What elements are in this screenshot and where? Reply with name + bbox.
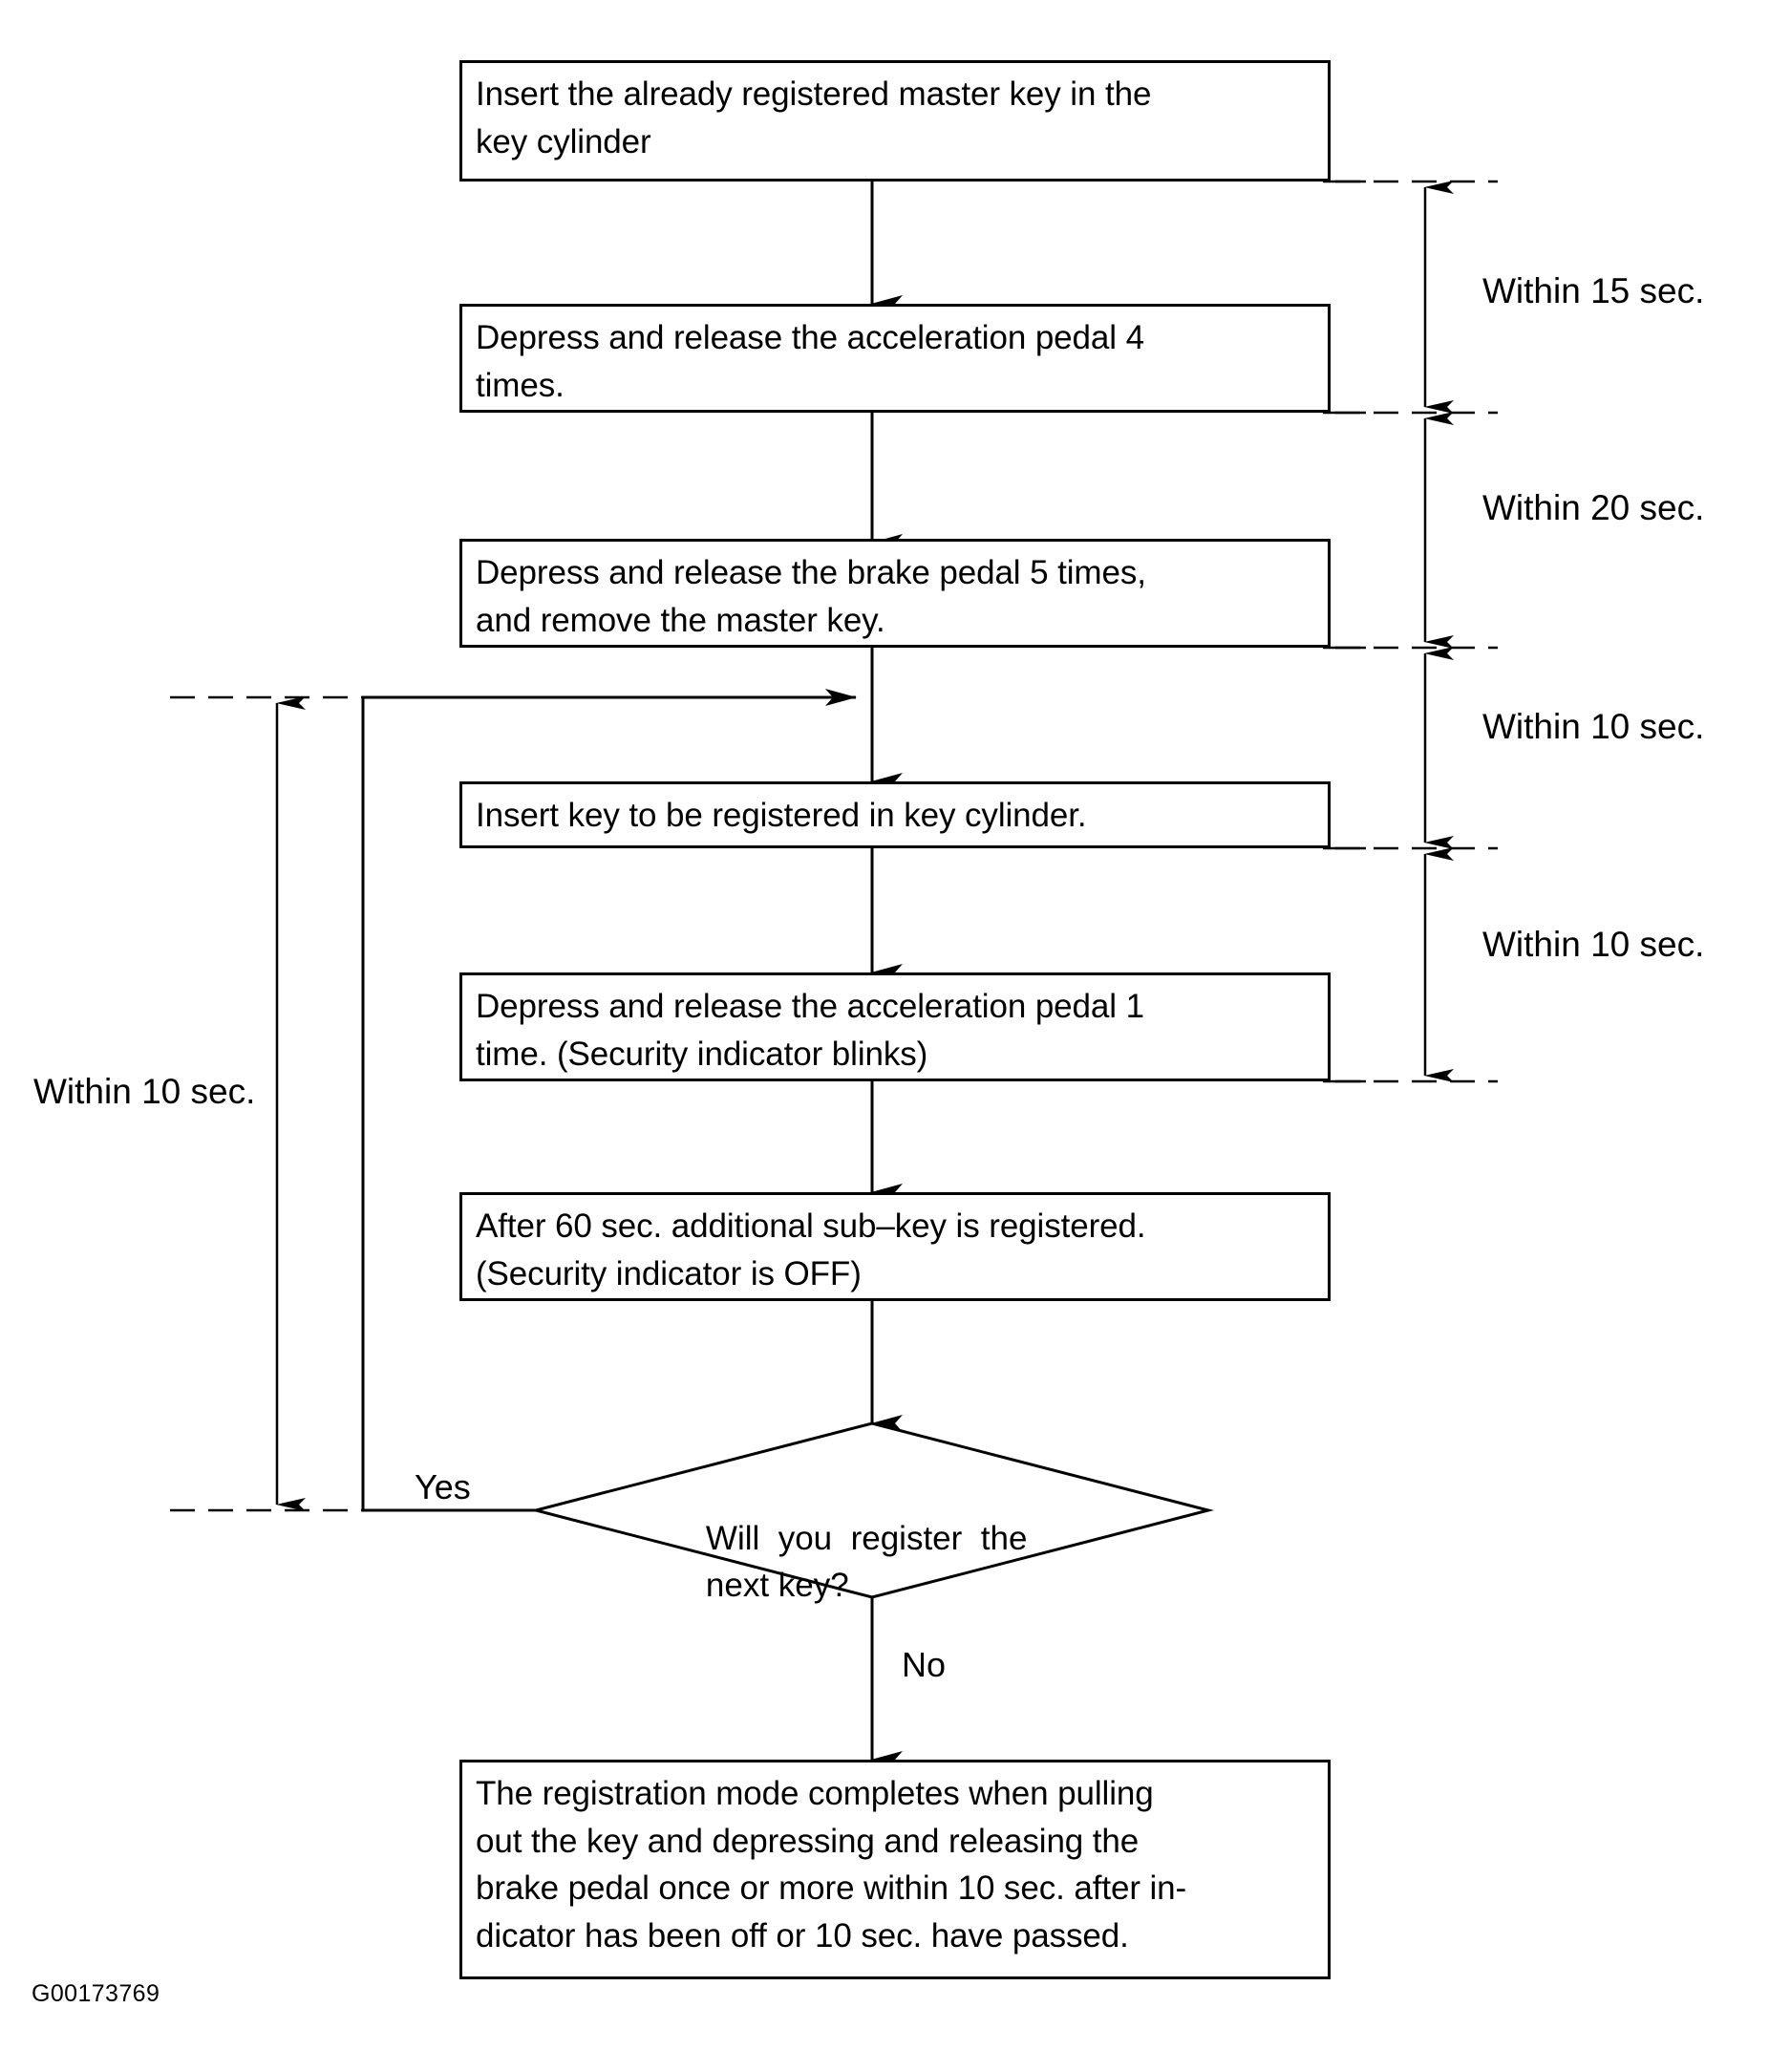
timing-label-within-15-sec: Within 15 sec.	[1482, 271, 1705, 310]
node-line: dicator has been off or 10 sec. have pas…	[476, 1917, 1129, 1955]
edge-label-yes: Yes	[415, 1467, 471, 1506]
node-line: Insert key to be registered in key cylin…	[476, 797, 1087, 834]
timing-label-within-10-sec-accel: Within 10 sec.	[1482, 925, 1705, 964]
node-line: key cylinder	[476, 122, 651, 160]
node-register-next-key[interactable]: Will you register the next key?	[669, 1467, 1079, 1657]
node-line: time. (Security indicator blinks)	[476, 1035, 928, 1073]
node-line: out the key and depressing and releasing…	[476, 1822, 1140, 1860]
timing-label-within-10-sec-insert: Within 10 sec.	[1482, 707, 1705, 746]
timing-label-within-10-sec-loop: Within 10 sec.	[33, 1072, 256, 1111]
dimension-witness-lines-right	[1335, 180, 1498, 1083]
timing-label-within-20-sec: Within 20 sec.	[1482, 488, 1705, 527]
node-insert-new-key[interactable]: Insert key to be registered in key cylin…	[459, 781, 1331, 848]
node-registration-complete[interactable]: The registration mode completes when pul…	[459, 1760, 1331, 1979]
node-insert-master-key[interactable]: Insert the already registered master key…	[459, 60, 1331, 182]
node-line: (Security indicator is OFF)	[476, 1254, 862, 1292]
node-line: Depress and release the brake pedal 5 ti…	[476, 554, 1146, 591]
node-line: and remove the master key.	[476, 601, 885, 639]
node-line: next key?	[705, 1567, 849, 1605]
node-accel-pedal-1-time[interactable]: Depress and release the acceleration ped…	[459, 972, 1331, 1081]
node-line: Depress and release the acceleration ped…	[476, 319, 1144, 356]
node-line: The registration mode completes when pul…	[476, 1775, 1154, 1812]
node-accel-pedal-4-times[interactable]: Depress and release the acceleration ped…	[459, 304, 1331, 413]
node-line: times.	[476, 366, 565, 404]
figure-id-code: G00173769	[32, 1980, 160, 2007]
node-line: Depress and release the acceleration ped…	[476, 988, 1144, 1025]
node-brake-pedal-5-times[interactable]: Depress and release the brake pedal 5 ti…	[459, 539, 1331, 648]
node-line: Will you register the	[705, 1519, 1028, 1557]
node-line: brake pedal once or more within 10 sec. …	[476, 1869, 1187, 1908]
node-sub-key-registered[interactable]: After 60 sec. additional sub–key is regi…	[459, 1192, 1331, 1301]
node-line: After 60 sec. additional sub–key is regi…	[476, 1207, 1146, 1245]
edge-label-no: No	[902, 1645, 947, 1684]
node-line: Insert the already registered master key…	[476, 75, 1152, 113]
